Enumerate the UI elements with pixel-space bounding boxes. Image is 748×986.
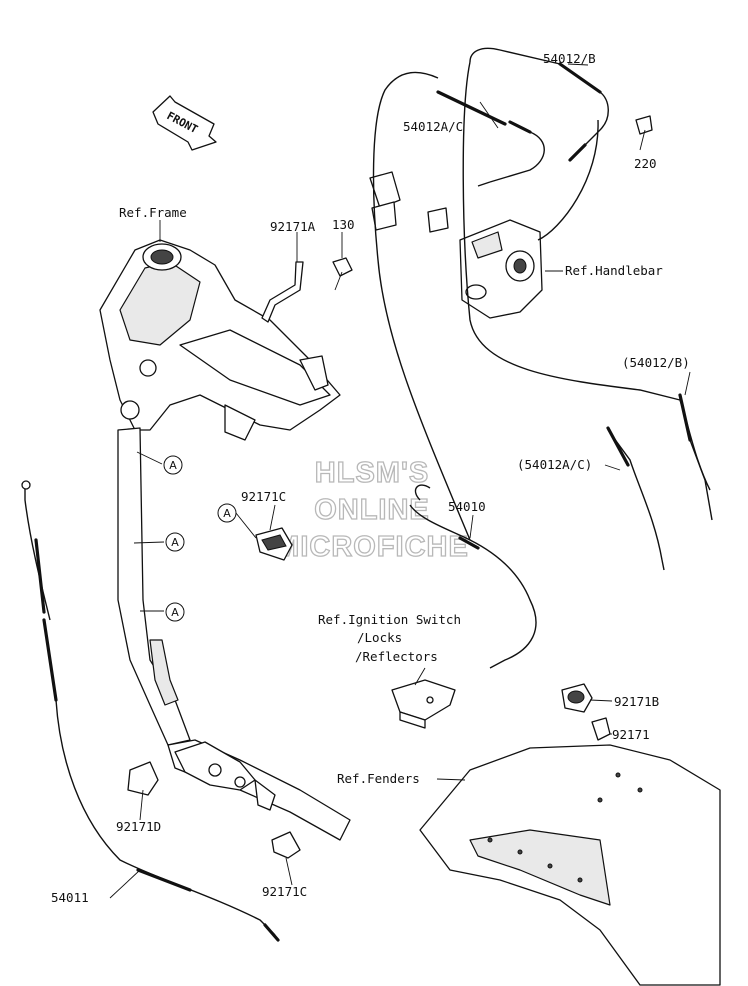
label-54012-ac-paren: (54012A/C) <box>517 457 592 472</box>
watermark-line-2: ONLINE <box>314 494 430 526</box>
callout-a-1: A <box>163 455 183 475</box>
leader-lines <box>109 63 691 899</box>
label-130: 130 <box>332 217 355 232</box>
clamp-92171c-bottom <box>271 831 301 859</box>
watermark: HLSM'S ONLINE MICROFICHE <box>275 456 469 563</box>
label-54011: 54011 <box>51 890 89 905</box>
clamp-92171b <box>561 683 593 713</box>
callout-a-2-letter: A <box>171 536 179 549</box>
label-54012-ac: 54012A/C <box>403 119 463 134</box>
label-92171c-bottom: 92171C <box>262 884 307 899</box>
bracket-92171a <box>261 261 304 323</box>
clamp-92171d <box>127 761 159 796</box>
label-220: 220 <box>634 156 657 171</box>
rear-fender <box>419 744 721 986</box>
label-92171a: 92171A <box>270 219 316 234</box>
wiring-connector-large <box>369 171 401 231</box>
frame-drawing <box>99 239 351 841</box>
label-54012-b-paren: (54012/B) <box>622 355 690 370</box>
wiring-connector-small <box>427 207 449 233</box>
handlebar-switch-housing <box>459 219 543 319</box>
callout-a-4-letter: A <box>223 507 231 520</box>
label-92171c-top: 92171C <box>241 489 286 504</box>
bolt-220 <box>635 115 653 135</box>
cables <box>21 47 713 942</box>
label-54012-b: 54012/B <box>543 51 596 66</box>
callout-a-3: A <box>165 602 185 622</box>
label-ref-fenders: Ref.Fenders <box>337 771 420 786</box>
callout-a-2: A <box>165 532 185 552</box>
watermark-line-3: MICROFICHE <box>275 531 469 563</box>
label-92171: 92171 <box>612 727 650 742</box>
bolt-130 <box>332 257 353 291</box>
label-92171d: 92171D <box>116 819 161 834</box>
label-ref-handlebar: Ref.Handlebar <box>565 263 663 278</box>
front-arrow-icon: FRONT <box>152 95 217 151</box>
label-ref-ignition-locks: /Locks <box>357 630 402 645</box>
part-labels: Ref.Frame 92171A 130 54012/B 54012A/C 22… <box>51 51 690 905</box>
label-92171b: 92171B <box>614 694 659 709</box>
bracket-ignition-switch <box>391 679 456 729</box>
label-54010: 54010 <box>448 499 486 514</box>
label-ref-frame: Ref.Frame <box>119 205 187 220</box>
watermark-line-1: HLSM'S <box>315 457 429 489</box>
callout-a-4: A <box>217 503 237 523</box>
label-ref-ignition-reflectors: /Reflectors <box>355 649 438 664</box>
callout-a-3-letter: A <box>171 606 179 619</box>
callout-a-1-letter: A <box>169 459 177 472</box>
clamp-92171c-top <box>255 527 293 561</box>
clip-92171 <box>591 717 611 741</box>
label-ref-ignition-switch: Ref.Ignition Switch <box>318 612 461 627</box>
